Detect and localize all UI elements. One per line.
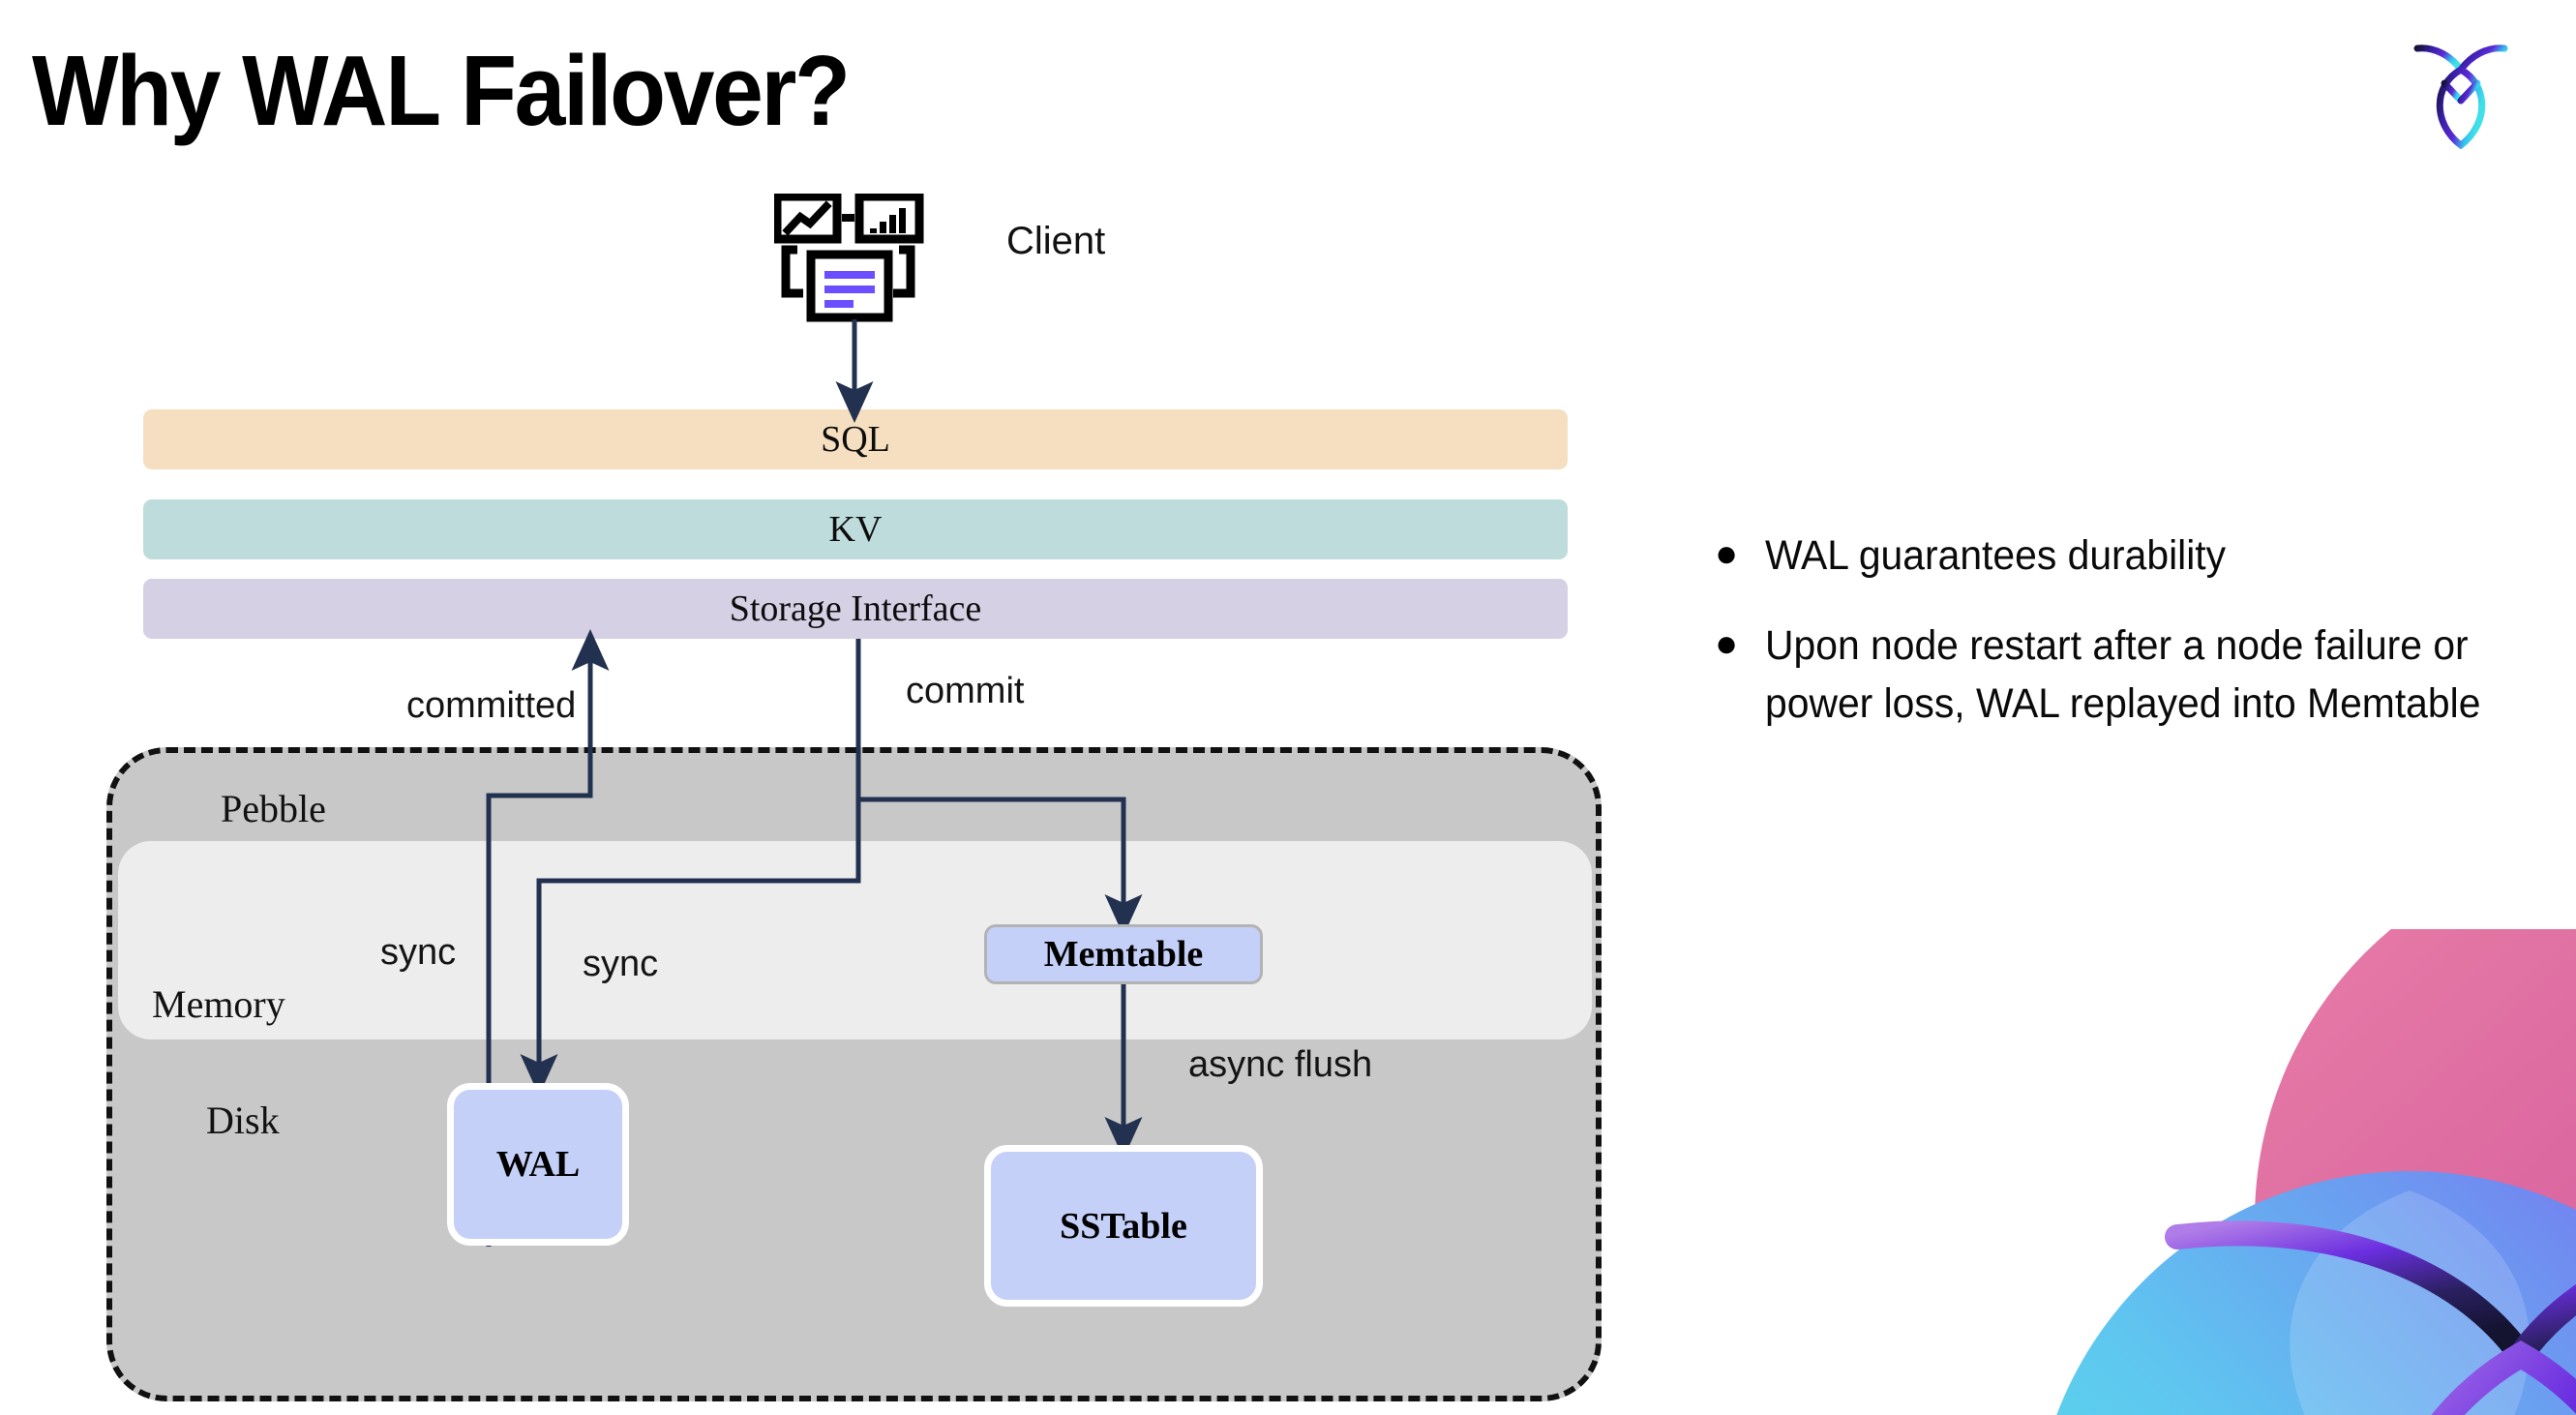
edge-label-committed: committed xyxy=(406,685,577,726)
layer-label-storage: Storage Interface xyxy=(729,588,982,629)
bullet-list: ● WAL guarantees durability ● Upon node … xyxy=(1705,527,2537,766)
node-memtable: Memtable xyxy=(984,924,1263,984)
layer-bar-storage: Storage Interface xyxy=(143,579,1568,639)
node-wal: WAL xyxy=(447,1083,629,1246)
edge-label-sync-1: sync xyxy=(380,932,457,973)
list-item: ● Upon node restart after a node failure… xyxy=(1705,617,2537,733)
edge-label-async-flush: async flush xyxy=(1188,1044,1373,1085)
edge-label-commit: commit xyxy=(906,671,1025,711)
memory-region xyxy=(118,841,1592,1039)
memory-label: Memory xyxy=(152,982,285,1026)
list-item: ● WAL guarantees durability xyxy=(1705,527,2537,585)
node-sstable: SSTable xyxy=(984,1145,1263,1307)
layer-bar-sql: SQL xyxy=(143,409,1568,469)
node-label-wal: WAL xyxy=(495,1144,581,1185)
layer-bar-kv: KV xyxy=(143,499,1568,559)
layer-label-kv: KV xyxy=(828,509,883,550)
cockroachdb-logo-icon xyxy=(2408,35,2514,150)
bullet-text: Upon node restart after a node failure o… xyxy=(1765,622,2481,727)
disk-label: Disk xyxy=(206,1099,280,1142)
layer-label-sql: SQL xyxy=(821,419,890,460)
edge-label-sync-2: sync xyxy=(583,944,659,984)
decorative-logo-watermark xyxy=(1955,929,2576,1415)
bullet-marker-icon: ● xyxy=(1715,622,1739,666)
page-title: Why WAL Failover? xyxy=(32,35,851,146)
bullet-marker-icon: ● xyxy=(1715,532,1739,575)
pebble-label: Pebble xyxy=(221,787,326,830)
node-label-memtable: Memtable xyxy=(1043,934,1204,975)
client-label: Client xyxy=(1006,220,1106,262)
client-analytics-icon xyxy=(772,192,934,324)
node-label-sstable: SSTable xyxy=(1060,1205,1187,1247)
bullet-text: WAL guarantees durability xyxy=(1765,532,2227,579)
